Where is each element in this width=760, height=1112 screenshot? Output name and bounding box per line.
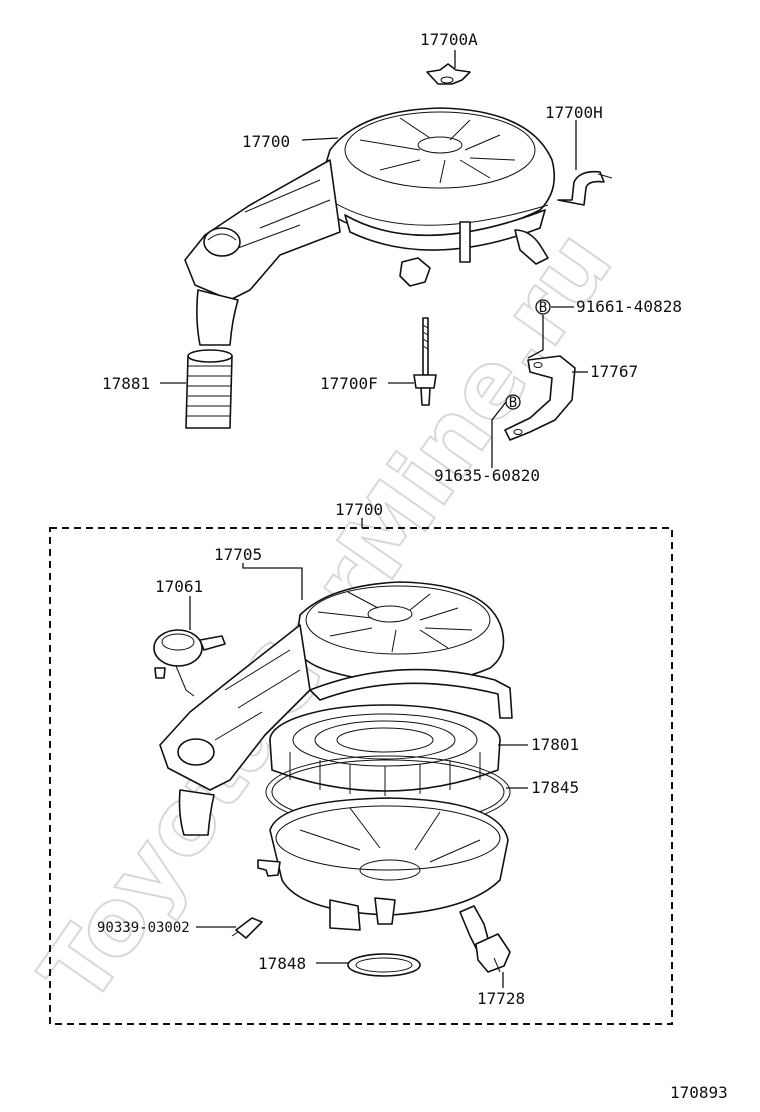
label-17881: 17881 bbox=[102, 374, 150, 393]
exploded-view-boundary bbox=[49, 527, 673, 1025]
sensor-part bbox=[459, 905, 511, 973]
bracket-part bbox=[504, 355, 576, 441]
svg-text:B: B bbox=[509, 395, 517, 411]
vacuum-motor-part bbox=[153, 629, 226, 697]
label-91661-40828: 91661-40828 bbox=[576, 297, 682, 316]
air-cleaner-housing-part bbox=[184, 107, 556, 346]
label-17728: 17728 bbox=[477, 989, 525, 1008]
label-17848: 17848 bbox=[258, 954, 306, 973]
label-17767: 17767 bbox=[590, 362, 638, 381]
label-90339-03002: 90339-03002 bbox=[97, 920, 190, 936]
svg-text:B: B bbox=[539, 300, 547, 316]
lower-case-part bbox=[257, 797, 509, 931]
label-91635-60820: 91635-60820 bbox=[434, 466, 540, 485]
label-17061: 17061 bbox=[155, 577, 203, 596]
cap-sub-assembly-part bbox=[159, 581, 513, 836]
label-17705: 17705 bbox=[214, 545, 262, 564]
wing-nut-part bbox=[426, 63, 471, 85]
label-17845: 17845 bbox=[531, 778, 579, 797]
label-17700-top: 17700 bbox=[242, 132, 290, 151]
label-17700f: 17700F bbox=[320, 374, 378, 393]
stud-bolt-part bbox=[413, 317, 437, 406]
ring-gasket-part bbox=[347, 953, 421, 977]
hose-17881-part bbox=[185, 349, 233, 429]
label-17700h: 17700H bbox=[545, 103, 603, 122]
hose-17700h-part bbox=[557, 170, 613, 206]
label-17700a: 17700A bbox=[420, 30, 478, 49]
lower-exploded-assembly bbox=[153, 563, 528, 988]
bolt-marker-upper: B bbox=[535, 299, 551, 316]
filter-element-part bbox=[269, 704, 501, 796]
pin-part bbox=[231, 917, 263, 939]
label-17700-assembly: 17700 bbox=[335, 500, 383, 519]
diagram-number: 170893 bbox=[670, 1083, 728, 1102]
label-17801: 17801 bbox=[531, 735, 579, 754]
upper-air-cleaner-assembly: B B bbox=[160, 50, 613, 468]
callout-labels: 17700A 17700H 17700 91661-40828 17767 17… bbox=[97, 30, 728, 1102]
